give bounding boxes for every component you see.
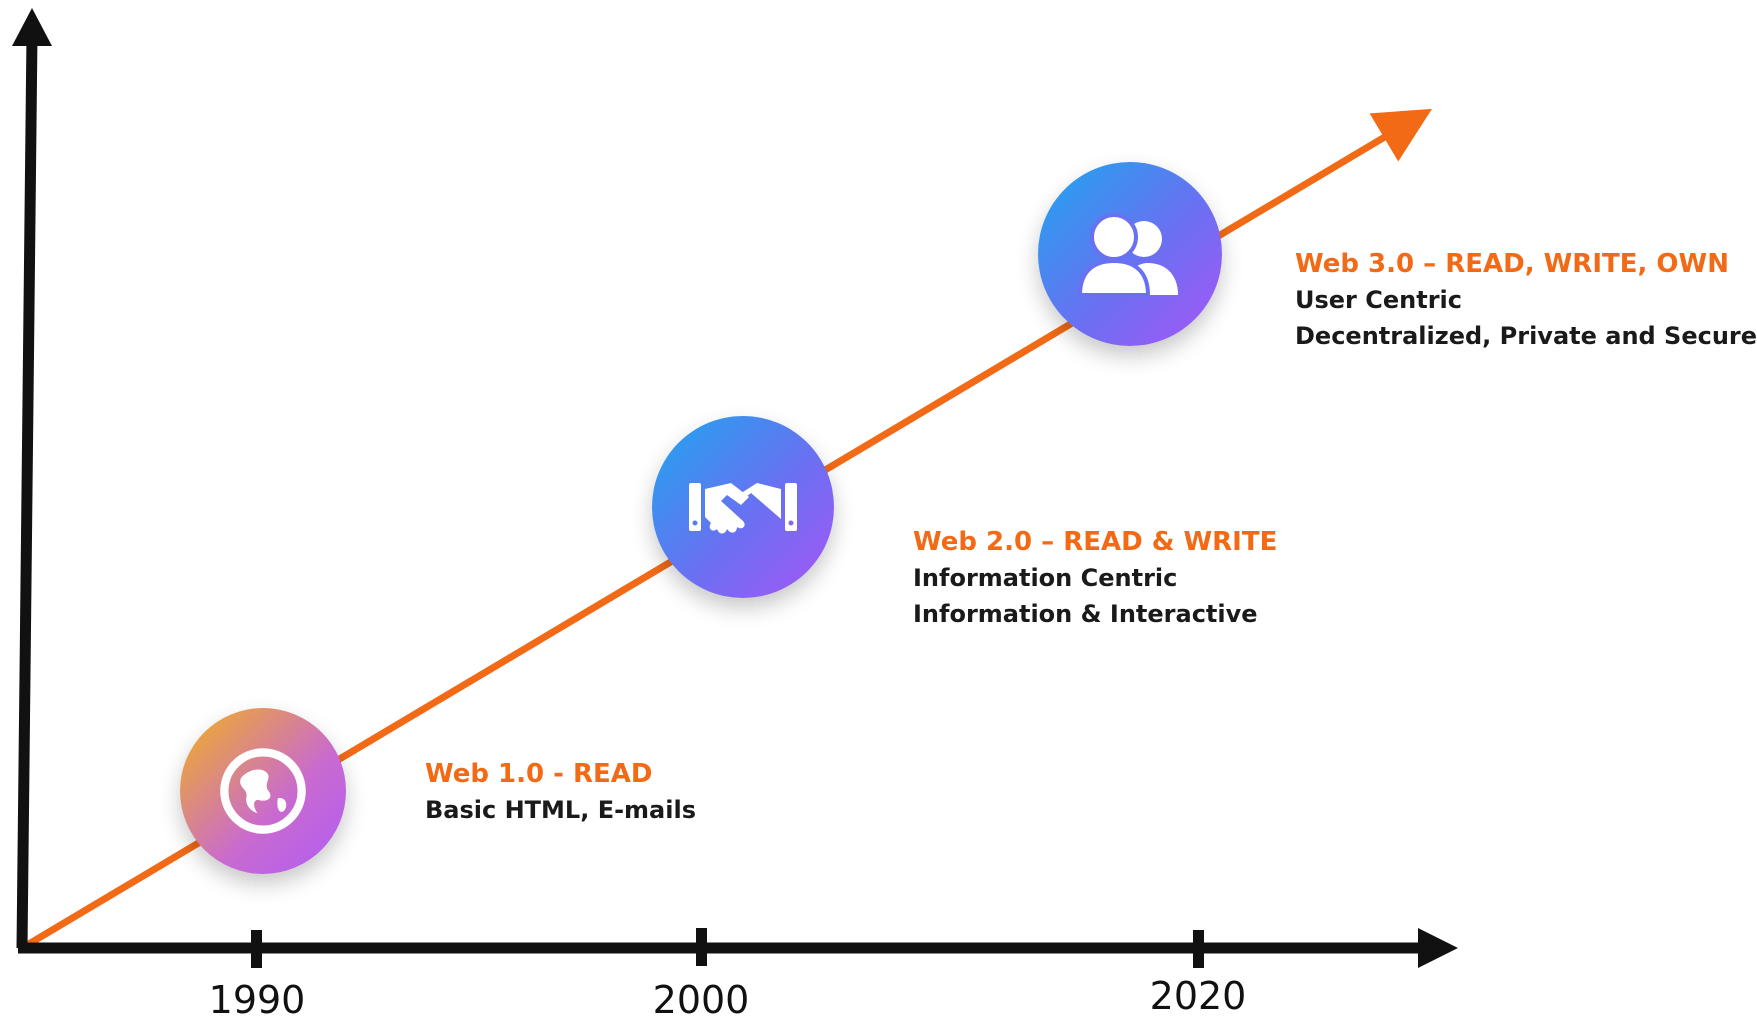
era-title: Web 1.0 - READ — [425, 759, 653, 789]
era-description: User Centric — [1295, 286, 1462, 314]
era-description: Information Centric — [913, 564, 1178, 592]
web1-badge — [180, 708, 346, 874]
web3-badge — [1038, 162, 1222, 346]
x-tick-label: 1990 — [208, 978, 306, 1022]
users-icon — [1077, 213, 1178, 297]
web3-text: Web 3.0 – READ, WRITE, OWN User Centric … — [1295, 246, 1757, 354]
x-axis-arrowhead — [1418, 928, 1458, 968]
era-description: Information & Interactive — [913, 600, 1258, 628]
x-tick-mark — [1193, 930, 1204, 968]
web2-badge — [652, 416, 834, 598]
era-description: Basic HTML, E-mails — [425, 796, 696, 824]
era-title: Web 3.0 – READ, WRITE, OWN — [1295, 249, 1729, 279]
web2-text: Web 2.0 – READ & WRITE Information Centr… — [913, 524, 1277, 632]
era-title: Web 2.0 – READ & WRITE — [913, 527, 1278, 557]
x-tick-label: 2000 — [652, 978, 750, 1022]
globe-icon — [220, 748, 306, 834]
y-axis — [16, 33, 38, 949]
x-tick-mark — [251, 930, 262, 968]
y-axis-arrowhead — [12, 8, 52, 46]
web1-text: Web 1.0 - READ Basic HTML, E-mails — [425, 756, 696, 828]
handshake-icon — [689, 483, 797, 534]
x-tick-mark — [696, 928, 707, 966]
era-description: Decentralized, Private and Secure — [1295, 322, 1757, 350]
x-tick-label: 2020 — [1149, 974, 1247, 1018]
